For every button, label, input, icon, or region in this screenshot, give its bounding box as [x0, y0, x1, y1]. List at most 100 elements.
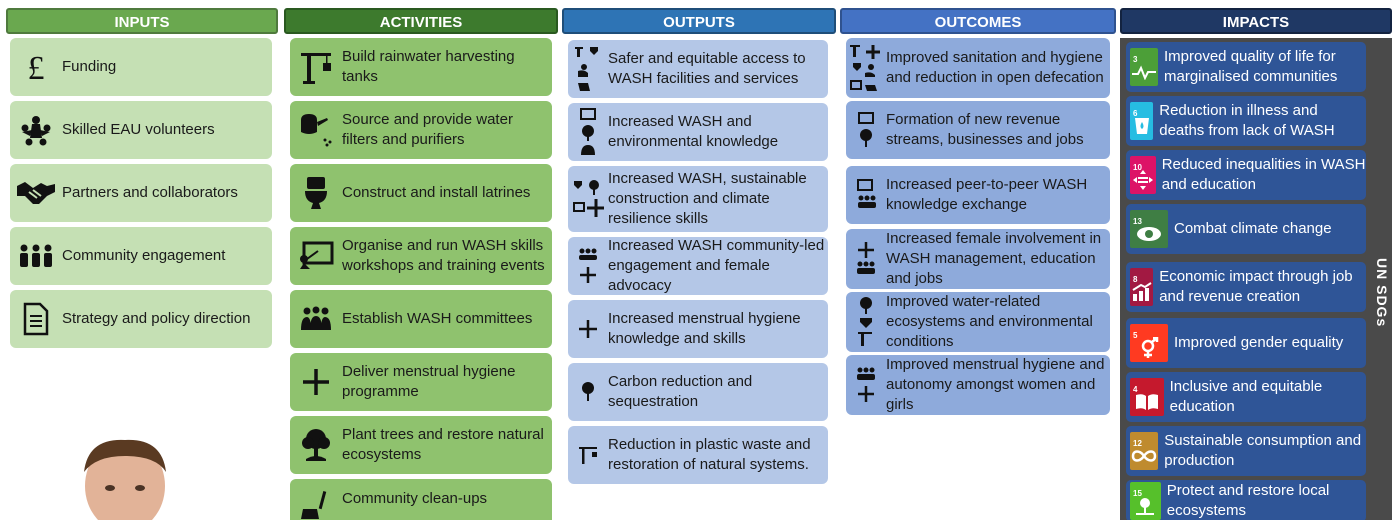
outcome-peer: Increased peer-to-peer WASH knowledge ex… — [846, 166, 1110, 224]
committee-icon — [290, 306, 342, 332]
input-strategy: Strategy and policy direction — [10, 290, 272, 348]
outcomes-column: OUTCOMES Improved sanitation and hygiene… — [840, 8, 1116, 520]
un-sdgs-label: UN SDGs — [1374, 258, 1390, 328]
outcome-label: Improved menstrual hygiene and autonomy … — [886, 356, 1105, 413]
impacts-column: IMPACTS 3 Improved quality of life for m… — [1120, 8, 1392, 520]
outcome-label: Increased female involvement in WASH man… — [886, 230, 1102, 287]
output-label: Increased WASH, sustainable construction… — [608, 170, 807, 227]
revenue-icon — [846, 111, 886, 149]
output-knowledge: Increased WASH and environmental knowled… — [568, 103, 828, 161]
sdg-12-icon: 12 — [1130, 432, 1159, 470]
impact-label: Sustainable consumption and production — [1164, 432, 1362, 469]
impact-label: Inclusive and equitable education — [1169, 378, 1323, 415]
activity-menstrual: Deliver menstrual hygiene programme — [290, 353, 552, 411]
document-icon — [10, 302, 62, 336]
crane-icon — [290, 49, 342, 85]
outcome-label: Improved water-related ecosystems and en… — [886, 293, 1093, 350]
plus-icon — [568, 319, 608, 339]
impact-label: Economic impact through job and revenue … — [1159, 268, 1353, 305]
pound-icon: £ — [10, 50, 62, 84]
input-partners: Partners and collaborators — [10, 164, 272, 222]
outcome-female: Increased female involvement in WASH man… — [846, 229, 1110, 289]
output-carbon: Carbon reduction and sequestration — [568, 363, 828, 421]
tree-icon — [290, 427, 342, 463]
peer-exchange-icon — [846, 178, 886, 212]
output-label: Carbon reduction and sequestration — [608, 373, 753, 410]
sdg-4-icon: 4 — [1130, 378, 1164, 416]
outcome-label: Increased peer-to-peer WASH knowledge ex… — [886, 176, 1088, 213]
output-label: Increased WASH and environmental knowled… — [608, 113, 779, 150]
outputs-column: OUTPUTS Safer and equitable access to WA… — [562, 8, 836, 520]
impact-gender: 5 Improved gender equality — [1126, 318, 1366, 368]
activity-label: Community clean-ups — [342, 490, 488, 507]
output-label: Increased menstrual hygiene knowledge an… — [608, 310, 801, 347]
activity-label: Deliver menstrual hygiene programme — [342, 363, 516, 400]
input-label: Funding — [62, 58, 117, 75]
impact-illness: 6 Reduction in illness and deaths from l… — [1126, 96, 1366, 146]
sanitation-icon — [846, 43, 886, 93]
activity-label: Build rainwater harvesting tanks — [342, 48, 515, 85]
impact-education: 4 Inclusive and equitable education — [1126, 372, 1366, 422]
output-menstrual: Increased menstrual hygiene knowledge an… — [568, 300, 828, 358]
impact-consumption: 12 Sustainable consumption and productio… — [1126, 426, 1366, 476]
person-photo — [70, 436, 180, 520]
outputs-header: OUTPUTS — [562, 8, 836, 34]
presentation-board-icon — [290, 241, 342, 271]
sdg-10-icon: 10 — [1130, 156, 1156, 194]
outcome-ecosystems: Improved water-related ecosystems and en… — [846, 292, 1110, 352]
volunteers-icon — [10, 112, 62, 148]
skills-icon — [568, 179, 608, 219]
activity-workshops: Organise and run WASH skills workshops a… — [290, 227, 552, 285]
sdg-8-icon: 8 — [1130, 268, 1154, 306]
input-funding: £ Funding — [10, 38, 272, 96]
outcome-revenue: Formation of new revenue streams, busine… — [846, 101, 1110, 159]
output-skills: Increased WASH, sustainable construction… — [568, 166, 828, 232]
plus-icon — [290, 367, 342, 397]
activity-committees: Establish WASH committees — [290, 290, 552, 348]
input-community: Community engagement — [10, 227, 272, 285]
female-involvement-icon — [846, 240, 886, 278]
input-label: Partners and collaborators — [62, 184, 238, 201]
impact-climate: 13 Combat climate change — [1126, 204, 1366, 254]
sdg-15-icon: 15 — [1130, 482, 1161, 520]
activity-label: Construct and install latrines — [342, 184, 531, 201]
output-label: Reduction in plastic waste and restorati… — [608, 436, 811, 473]
sdg-6-icon: 6 — [1130, 102, 1154, 140]
outcomes-header: OUTCOMES — [840, 8, 1116, 34]
crane-icon — [568, 445, 608, 465]
output-label: Safer and equitable access to WASH facil… — [608, 50, 806, 87]
activity-latrines: Construct and install latrines — [290, 164, 552, 222]
wash-facilities-icon — [568, 45, 608, 93]
output-access: Safer and equitable access to WASH facil… — [568, 40, 828, 98]
outcome-menstrual: Improved menstrual hygiene and autonomy … — [846, 355, 1110, 415]
impact-label: Improved quality of life for marginalise… — [1164, 48, 1338, 85]
ecosystems-icon — [846, 296, 886, 348]
impact-label: Improved gender equality — [1174, 334, 1344, 351]
impact-ecosystems: 15 Protect and restore local ecosystems — [1126, 480, 1366, 520]
sdg-5-icon: 5 — [1130, 324, 1168, 362]
impact-quality-of-life: 3 Improved quality of life for marginali… — [1126, 42, 1366, 92]
impact-label: Combat climate change — [1174, 220, 1332, 237]
impact-inequalities: 10 Reduced inequalities in WASH and educ… — [1126, 150, 1366, 200]
impact-label: Reduced inequalities in WASH and educati… — [1161, 156, 1366, 193]
input-volunteers: Skilled EAU volunteers — [10, 101, 272, 159]
broom-icon — [290, 489, 342, 519]
impact-label: Protect and restore local ecosystems — [1166, 482, 1330, 519]
inputs-header: INPUTS — [6, 8, 278, 34]
activity-label: Plant trees and restore natural ecosyste… — [342, 426, 544, 463]
impact-economic: 8 Economic impact through job and revenu… — [1126, 262, 1366, 312]
people-group-icon — [10, 243, 62, 269]
outcome-label: Formation of new revenue streams, busine… — [886, 111, 1084, 148]
activity-label: Establish WASH committees — [342, 310, 533, 327]
input-label: Skilled EAU volunteers — [62, 121, 215, 138]
output-label: Increased WASH community-led engagement … — [608, 237, 825, 294]
handshake-icon — [10, 180, 62, 206]
toilet-icon — [290, 175, 342, 211]
outcome-sanitation: Improved sanitation and hygiene and redu… — [846, 38, 1110, 98]
outcome-label: Improved sanitation and hygiene and redu… — [886, 49, 1104, 86]
activities-column: ACTIVITIES Build rainwater harvesting ta… — [284, 8, 558, 520]
knowledge-icon — [568, 107, 608, 157]
activities-header: ACTIVITIES — [284, 8, 558, 34]
watering-can-icon — [290, 112, 342, 148]
tree-icon — [568, 381, 608, 403]
